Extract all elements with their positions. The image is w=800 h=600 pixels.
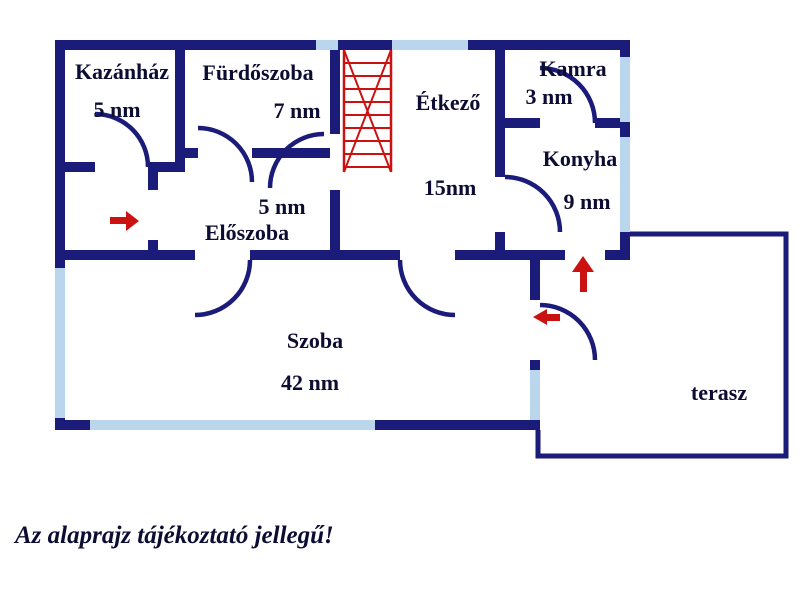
walls: [55, 40, 630, 430]
wall-segment: [595, 118, 630, 128]
wall-segment: [605, 250, 630, 260]
wall-segment: [175, 40, 185, 172]
room-area-konyha: 9 nm: [563, 189, 610, 214]
wall-segment: [455, 250, 565, 260]
room-area-furdoszoba: 7 nm: [273, 98, 320, 123]
wall-segment: [148, 172, 158, 190]
wall-segment: [55, 40, 316, 50]
door-arc-konyha: [504, 174, 563, 233]
wall-segment: [250, 250, 400, 260]
arrow-right-icon: [110, 211, 139, 231]
door-arc-kamra: [539, 65, 598, 124]
wall-segment: [55, 420, 90, 430]
room-label-kamra: Kamra: [539, 56, 606, 81]
room-label-eloszoba: Előszoba: [205, 220, 289, 245]
room-label-kazanhaz: Kazánház: [75, 59, 169, 84]
room-area-kamra: 3 nm: [525, 84, 572, 109]
door-arc-terasz-entry: [539, 302, 598, 361]
wall-segment: [530, 260, 540, 300]
wall-segment: [375, 420, 540, 430]
arrow-left-icon: [533, 309, 560, 325]
wall-segment: [620, 40, 630, 57]
wall-segment: [252, 148, 330, 158]
wall-segment: [338, 40, 392, 50]
room-label-furdoszoba: Fürdőszoba: [202, 60, 313, 85]
wall-segment: [55, 162, 95, 172]
windows: [55, 40, 630, 430]
room-label-terasz: terasz: [691, 380, 747, 405]
room-label-etkezo: Étkező: [416, 90, 481, 115]
window: [392, 40, 468, 50]
wall-segment: [148, 240, 158, 250]
wall-segment: [468, 40, 630, 50]
entry-arrows: [110, 211, 594, 325]
window: [90, 420, 375, 430]
door-arc-furdoszoba: [197, 125, 255, 183]
door-arc-eloszoba-szoba: [194, 259, 253, 318]
arrow-up-icon: [572, 256, 594, 292]
wall-segment: [330, 190, 340, 250]
wall-segment: [620, 232, 630, 255]
room-area-kazanhaz: 5 nm: [93, 97, 140, 122]
stair-diagonal: [343, 49, 392, 173]
wall-segment: [505, 118, 540, 128]
room-label-szoba: Szoba: [287, 328, 343, 353]
room-area-eloszoba: 5 nm: [258, 194, 305, 219]
window: [620, 137, 630, 232]
wall-segment: [148, 162, 185, 172]
disclaimer-text: Az alaprajz tájékoztató jellegű!: [13, 522, 334, 549]
wall-segment: [495, 232, 505, 250]
wall-segment: [55, 40, 65, 268]
wall-segment: [620, 122, 630, 137]
room-area-szoba: 42 nm: [281, 370, 339, 395]
wall-segment: [495, 50, 505, 177]
door-arc-eloszoba-etkezo: [267, 131, 325, 189]
window: [316, 40, 338, 50]
room-area-etkezo: 15nm: [424, 175, 477, 200]
terrace-outline: [535, 231, 789, 459]
window: [55, 268, 65, 418]
wall-segment: [185, 148, 198, 158]
room-labels: Kazánház 5 nm Fürdőszoba 7 nm Étkező 15n…: [75, 56, 747, 405]
staircase: [342, 49, 393, 173]
window: [620, 57, 630, 122]
wall-segment: [55, 250, 195, 260]
wall-segment: [530, 360, 540, 370]
door-arc-etkezo-szoba: [397, 259, 456, 318]
doors: [94, 65, 598, 361]
wall-segment: [330, 50, 340, 134]
door-arc-kazanhaz: [94, 111, 151, 168]
window: [530, 370, 540, 420]
room-label-konyha: Konyha: [543, 146, 618, 171]
